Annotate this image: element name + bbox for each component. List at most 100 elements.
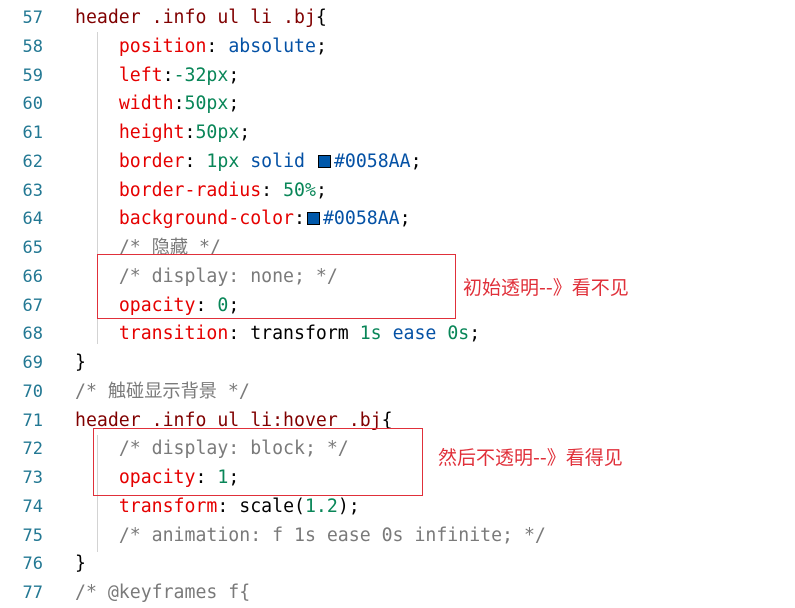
line-number: 57 <box>22 8 43 28</box>
token-comment: /* display: block; */ <box>118 438 349 460</box>
code-text[interactable]: /* 触碰显示背景 */ <box>75 380 250 402</box>
token-comment: /* @keyframes f{ <box>75 582 251 603</box>
line-number: 75 <box>22 525 43 546</box>
line-number: 69 <box>22 353 43 373</box>
token-number: 0s <box>447 323 470 345</box>
token-selector: header .info ul li .bj <box>75 7 316 28</box>
color-swatch[interactable] <box>306 212 320 226</box>
code-text[interactable]: opacity: 0; <box>75 294 239 316</box>
indent-guide <box>97 435 98 552</box>
code-text[interactable]: opacity: 1; <box>75 468 239 488</box>
code-text[interactable]: /* animation: f 1s ease 0s infinite; */ <box>75 525 546 546</box>
token-punctuation: : <box>184 122 196 143</box>
code-line[interactable]: 65 /* 隐藏 */ <box>0 234 795 263</box>
token-number: 50px <box>195 122 240 143</box>
token-punctuation <box>75 323 119 344</box>
token-punctuation: { <box>381 409 393 431</box>
line-number: 76 <box>22 554 43 575</box>
code-line[interactable]: 77 /* @keyframes f{ <box>0 579 795 608</box>
annotation-label-initial: 初始透明--》看不见 <box>463 277 629 299</box>
code-text[interactable]: background-color:#0058AA; <box>75 209 411 229</box>
code-text[interactable]: border-radius: 50%; <box>75 179 327 201</box>
token-punctuation: : <box>294 208 305 230</box>
token-punctuation: ; <box>315 35 327 57</box>
token-value: solid <box>250 150 305 172</box>
token-property: transform <box>118 495 218 517</box>
code-line[interactable]: 73 opacity: 1; <box>0 464 795 493</box>
code-line[interactable]: 64 background-color:#0058AA; <box>0 205 795 234</box>
token-number: 50px <box>184 93 229 115</box>
line-number: 70 <box>22 381 43 402</box>
token-punctuation: ; <box>228 64 240 86</box>
token-punctuation <box>75 208 119 229</box>
token-punctuation <box>305 151 316 172</box>
token-number: 0 <box>217 294 229 316</box>
line-number: 77 <box>22 583 43 603</box>
code-line[interactable]: 72 /* display: block; */ <box>0 435 795 464</box>
code-line[interactable]: 69} <box>0 349 795 378</box>
color-swatch[interactable] <box>317 154 331 168</box>
line-number: 63 <box>22 180 43 201</box>
code-text[interactable]: position: absolute; <box>75 35 327 57</box>
token-comment: /* 隐藏 */ <box>118 237 221 258</box>
token-punctuation: : <box>195 467 218 488</box>
code-line[interactable]: 71 header .info ul li:hover .bj{ <box>0 407 795 436</box>
code-text[interactable]: } <box>75 353 86 373</box>
token-punctuation <box>75 65 119 86</box>
token-property: opacity <box>118 467 196 488</box>
code-text[interactable]: border: 1px solid #0058AA; <box>75 150 422 172</box>
code-line[interactable]: 68 transition: transform 1s ease 0s; <box>0 320 795 349</box>
code-text[interactable]: header .info ul li .bj{ <box>75 8 327 28</box>
code-line[interactable]: 70 /* 触碰显示背景 */ <box>0 378 795 407</box>
line-number: 65 <box>22 238 43 258</box>
token-punctuation: ; <box>228 93 240 115</box>
code-line[interactable]: 74 transform: scale(1.2); <box>0 493 795 522</box>
token-number: -32px <box>173 64 229 86</box>
code-text[interactable]: transform: scale(1.2); <box>75 495 360 517</box>
code-line[interactable]: 59 left:-32px; <box>0 62 795 91</box>
code-line[interactable]: 61 height:50px; <box>0 119 795 148</box>
token-punctuation: : <box>261 179 284 201</box>
indent-guide <box>97 32 98 344</box>
code-line[interactable]: 63 border-radius: 50%; <box>0 177 795 206</box>
code-text[interactable]: header .info ul li:hover .bj{ <box>75 409 393 431</box>
code-text[interactable]: /* 隐藏 */ <box>75 238 221 258</box>
code-line[interactable]: 58 position: absolute; <box>0 33 795 62</box>
token-punctuation: ; <box>239 122 251 143</box>
code-text[interactable]: transition: transform 1s ease 0s; <box>75 324 480 344</box>
line-number: 71 <box>22 410 43 431</box>
token-punctuation: ; <box>469 323 481 345</box>
code-text[interactable]: width:50px; <box>75 94 239 114</box>
annotation-box-initial <box>97 254 456 319</box>
line-number: 58 <box>22 36 43 57</box>
token-punctuation: : transform <box>228 323 360 345</box>
token-number: 50% <box>283 179 316 201</box>
code-line[interactable]: 62 border: 1px solid #0058AA; <box>0 148 795 177</box>
code-line[interactable]: 57 header .info ul li .bj{ <box>0 4 795 33</box>
token-property: left <box>118 64 163 86</box>
token-punctuation <box>75 36 119 57</box>
code-text[interactable]: } <box>75 554 86 574</box>
token-punctuation <box>75 122 119 143</box>
line-number: 74 <box>22 496 43 517</box>
code-line[interactable]: 60 width:50px; <box>0 90 795 119</box>
token-punctuation: } <box>75 553 86 575</box>
token-punctuation <box>75 525 119 546</box>
code-text[interactable]: /* display: none; */ <box>75 266 338 287</box>
token-comment: /* 触碰显示背景 */ <box>75 380 250 402</box>
code-text[interactable]: height:50px; <box>75 123 250 143</box>
code-text[interactable]: /* display: block; */ <box>75 439 349 459</box>
token-selector: header .info ul li:hover .bj <box>75 409 382 431</box>
code-line[interactable]: 76} <box>0 550 795 579</box>
token-property: transition <box>118 323 229 345</box>
code-text[interactable]: left:-32px; <box>75 64 240 86</box>
code-line[interactable]: 75 /* animation: f 1s ease 0s infinite; … <box>0 522 795 551</box>
code-line[interactable]: 66 /* display: none; */ <box>0 263 795 292</box>
line-number: 73 <box>22 468 43 488</box>
line-number: 62 <box>22 151 43 172</box>
token-punctuation: ; <box>315 179 327 201</box>
code-line[interactable]: 67 opacity: 0; <box>0 292 795 321</box>
code-text[interactable]: /* @keyframes f{ <box>75 583 250 603</box>
token-property: height <box>118 122 185 143</box>
